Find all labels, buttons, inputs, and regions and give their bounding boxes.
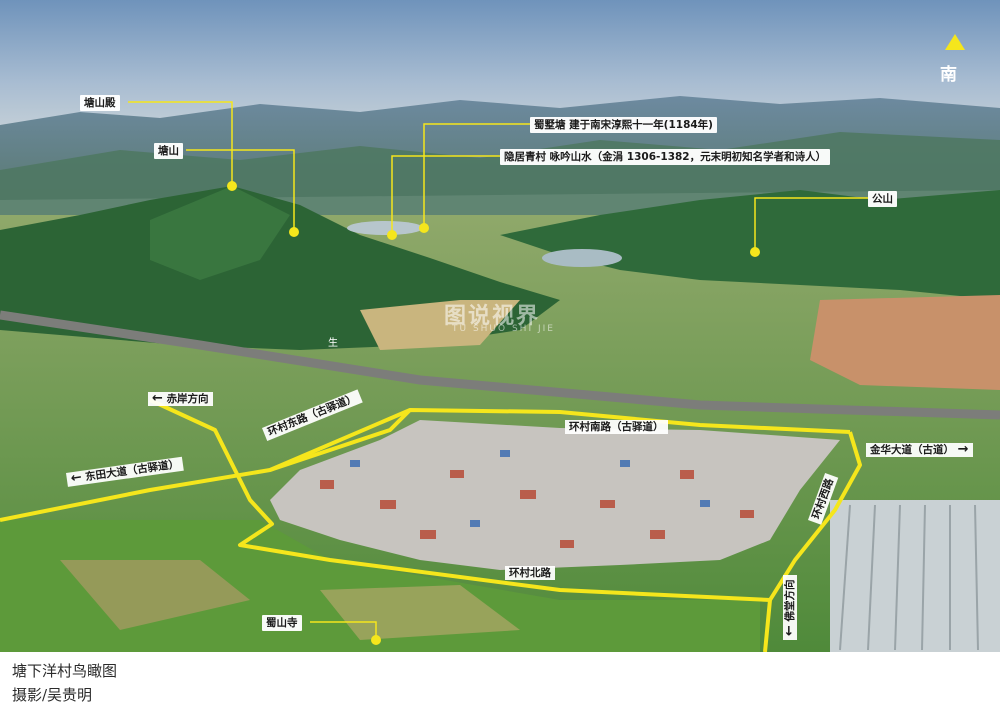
callout-gongshan: 公山 [868,191,897,207]
road-label-jinhua: 金华大道（古道） → [866,443,973,457]
compass-label: 南 [940,65,957,85]
aerial-photo: 南 塘山殿 塘山 蜀墅塘 建于南宋淳熙十一年(1184年) 隐居青村 咏吟山水（… [0,0,1000,652]
road-label-north: 环村北路 [505,566,555,580]
road-label-chian: ← 赤岸方向 [148,392,213,406]
callout-tangshan-dian: 塘山殿 [80,95,120,111]
left-arrow-icon: ← [782,625,797,636]
watermark: 图说视界 [444,304,541,329]
callout-shushan-si: 蜀山寺 [262,615,302,631]
callout-yinju: 隐居青村 咏吟山水（金涓 1306-1382，元末明初知名学者和诗人） [500,149,831,165]
right-arrow-icon: → [957,442,969,457]
left-arrow-icon: ← [69,469,83,487]
road-label-south: 环村南路（古驿道） [565,420,668,434]
tiny-mark: 生 [328,338,338,349]
callout-tangshan: 塘山 [154,143,183,159]
road-label-futang: ← 佛堂方向 [782,575,797,640]
caption-credit: 摄影/吴贵明 [12,686,93,704]
watermark-sub: TU SHUO SHI JIE [452,324,555,334]
left-arrow-icon: ← [152,391,163,406]
caption-title: 塘下洋村鸟瞰图 [12,662,118,680]
callout-shushu-tang: 蜀墅塘 建于南宋淳熙十一年(1184年) [530,117,717,133]
